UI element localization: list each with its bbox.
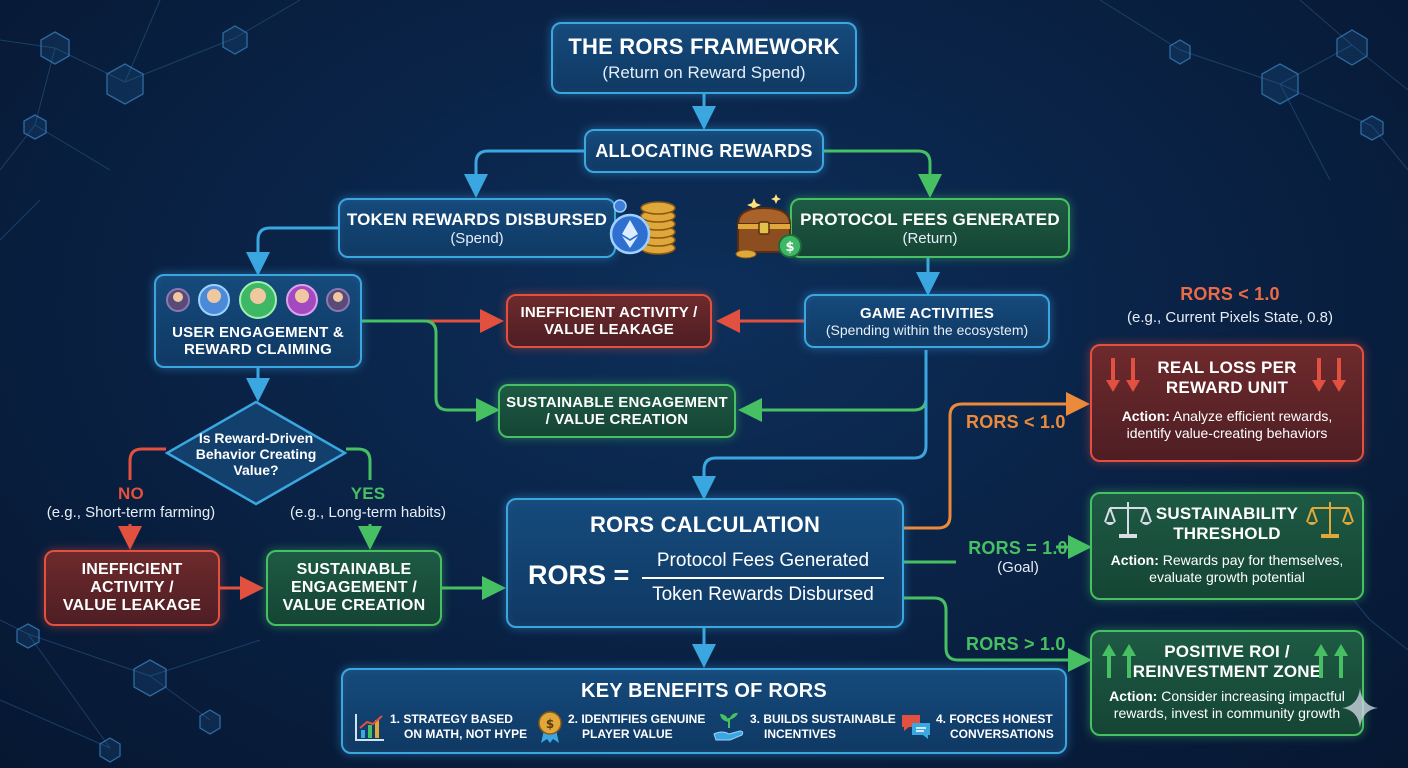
up-arrows-icon xyxy=(1314,644,1348,678)
decision-line3: Value? xyxy=(233,462,279,478)
positive-line2: REINVESTMENT ZONE xyxy=(1132,662,1322,681)
rors-lt-header-example: (e.g., Current Pixels State, 0.8) xyxy=(1127,309,1333,326)
inefficient-mid-line1: INEFFICIENT ACTIVITY / xyxy=(520,304,698,321)
formula-denominator: Token Rewards Disbursed xyxy=(652,584,874,605)
user-engagement-line2: REWARD CLAIMING xyxy=(184,341,332,358)
rors-calculation-box: RORS CALCULATION RORS = Protocol Fees Ge… xyxy=(506,498,904,628)
inefficient-activity-low-box: INEFFICIENT ACTIVITY / VALUE LEAKAGE xyxy=(44,550,220,626)
sustainable-low-line2: ENGAGEMENT / xyxy=(291,579,417,596)
positive-line1: POSITIVE ROI / xyxy=(1164,642,1290,661)
inefficient-mid-line2: VALUE LEAKAGE xyxy=(544,321,674,338)
player-avatars-icon xyxy=(166,281,350,319)
down-arrows-icon xyxy=(1312,358,1346,392)
down-arrows-icon xyxy=(1106,358,1140,392)
sparkle-icon xyxy=(1342,688,1378,728)
key-benefits-title: KEY BENEFITS OF RORS xyxy=(581,680,827,702)
threshold-line2: THRESHOLD xyxy=(1173,524,1281,543)
token-coins-icon xyxy=(609,199,676,255)
svg-text:$: $ xyxy=(785,240,794,255)
no-example: (e.g., Short-term farming) xyxy=(46,504,216,521)
no-label: NO xyxy=(118,484,144,503)
branch-eq-sub: (Goal) xyxy=(997,559,1039,576)
branch-gt-label: RORS > 1.0 xyxy=(966,634,1066,654)
token-rewards-label: TOKEN REWARDS DISBURSED xyxy=(346,209,608,229)
decision-line2: Behavior Creating xyxy=(195,446,317,462)
inefficient-activity-mid-box: INEFFICIENT ACTIVITY / VALUE LEAKAGE xyxy=(506,294,712,348)
no-branch: NO (e.g., Short-term farming) xyxy=(20,484,242,521)
rors-lt-header: RORS < 1.0 (e.g., Current Pixels State, … xyxy=(1090,284,1370,326)
medal-icon: $ xyxy=(538,711,562,743)
game-activities-label: GAME ACTIVITIES xyxy=(859,304,995,322)
positive-roi-box: POSITIVE ROI / REINVESTMENT ZONE Action:… xyxy=(1090,630,1364,736)
calculation-title: RORS CALCULATION xyxy=(589,512,821,537)
inefficient-low-line1: INEFFICIENT xyxy=(81,561,183,578)
benefit-4-line1: 4. FORCES HONEST xyxy=(936,712,1053,726)
real-loss-action-text: Analyze efficient rewards, xyxy=(1173,408,1333,424)
real-loss-line1: REAL LOSS PER xyxy=(1157,358,1297,377)
scales-icon xyxy=(1306,502,1354,538)
yes-branch: YES (e.g., Long-term habits) xyxy=(262,484,474,521)
title-box: THE RORS FRAMEWORK (Return on Reward Spe… xyxy=(551,22,857,94)
decision-diamond: Is Reward-Driven Behavior Creating Value… xyxy=(165,400,347,506)
threshold-action-text2: evaluate growth potential xyxy=(1149,569,1305,585)
protocol-fees-sub: (Return) xyxy=(902,229,958,247)
up-arrows-icon xyxy=(1102,644,1136,678)
sustainable-mid-line2: / VALUE CREATION xyxy=(545,411,689,428)
user-engagement-line1: USER ENGAGEMENT & xyxy=(172,324,344,341)
benefit-2-line2: PLAYER VALUE xyxy=(582,727,673,741)
page-title: THE RORS FRAMEWORK xyxy=(568,33,840,59)
branch-eq: RORS = 1.0 (Goal) xyxy=(960,538,1076,576)
chart-icon xyxy=(355,714,384,741)
sustainable-engagement-mid-box: SUSTAINABLE ENGAGEMENT / VALUE CREATION xyxy=(498,384,736,438)
allocating-rewards-label: ALLOCATING REWARDS xyxy=(595,140,813,161)
treasure-chest-icon: $ xyxy=(735,194,802,259)
protocol-fees-label: PROTOCOL FEES GENERATED xyxy=(800,209,1060,229)
threshold-line1: SUSTAINABILITY xyxy=(1155,504,1299,523)
real-loss-action-label: Action: xyxy=(1121,408,1170,424)
benefit-2-line1: 2. IDENTIFIES GENUINE xyxy=(568,712,706,726)
positive-action-text2: rewards, invest in community growth xyxy=(1113,705,1341,721)
sustainable-mid-line1: SUSTAINABLE ENGAGEMENT xyxy=(506,394,728,411)
branch-lt-label: RORS < 1.0 xyxy=(966,412,1066,432)
formula-fraction: Protocol Fees Generated Token Rewards Di… xyxy=(642,550,884,606)
sustainability-threshold-box: SUSTAINABILITY THRESHOLD Action: Rewards… xyxy=(1090,492,1364,600)
benefit-4-line2: CONVERSATIONS xyxy=(950,727,1054,741)
sustainable-low-line3: VALUE CREATION xyxy=(282,597,426,614)
sustainable-engagement-low-box: SUSTAINABLE ENGAGEMENT / VALUE CREATION xyxy=(266,550,442,626)
positive-action-label: Action: xyxy=(1109,688,1158,704)
token-rewards-sub: (Spend) xyxy=(450,229,504,247)
chat-bubbles-icon xyxy=(902,715,930,739)
svg-text:$: $ xyxy=(546,717,554,731)
branch-eq-label: RORS = 1.0 xyxy=(968,538,1068,558)
real-loss-action-text2: identify value-creating behaviors xyxy=(1126,425,1328,441)
threshold-action-text: Rewards pay for themselves, xyxy=(1162,552,1344,568)
decision-line1: Is Reward-Driven xyxy=(198,430,314,446)
benefit-3-line1: 3. BUILDS SUSTAINABLE xyxy=(750,712,896,726)
formula-lhs: RORS = xyxy=(528,560,630,590)
rors-lt-header-label: RORS < 1.0 xyxy=(1180,284,1280,304)
key-benefits-box: KEY BENEFITS OF RORS xyxy=(341,668,1067,754)
page-subtitle: (Return on Reward Spend) xyxy=(602,62,806,82)
formula-numerator: Protocol Fees Generated xyxy=(642,550,884,579)
threshold-action-label: Action: xyxy=(1110,552,1159,568)
sprout-hand-icon xyxy=(713,712,744,741)
protocol-fees-box: PROTOCOL FEES GENERATED (Return) xyxy=(790,198,1070,258)
inefficient-low-line2: ACTIVITY / xyxy=(90,579,174,596)
token-rewards-box: TOKEN REWARDS DISBURSED (Spend) xyxy=(338,198,616,258)
benefit-1-line2: ON MATH, NOT HYPE xyxy=(404,727,528,741)
benefit-3-line2: INCENTIVES xyxy=(764,727,837,741)
yes-example: (e.g., Long-term habits) xyxy=(290,504,446,521)
real-loss-line2: REWARD UNIT xyxy=(1165,378,1289,397)
benefit-1-line1: 1. STRATEGY BASED xyxy=(390,712,513,726)
allocating-rewards-box: ALLOCATING REWARDS xyxy=(584,129,824,173)
game-activities-box: GAME ACTIVITIES (Spending within the eco… xyxy=(804,294,1050,348)
inefficient-low-line3: VALUE LEAKAGE xyxy=(62,597,202,614)
game-activities-sub: (Spending within the ecosystem) xyxy=(825,321,1029,338)
sustainable-low-line1: SUSTAINABLE xyxy=(296,561,412,578)
yes-label: YES xyxy=(350,484,386,503)
positive-action-text: Consider increasing impactful xyxy=(1161,688,1345,704)
scales-icon xyxy=(1104,502,1152,538)
